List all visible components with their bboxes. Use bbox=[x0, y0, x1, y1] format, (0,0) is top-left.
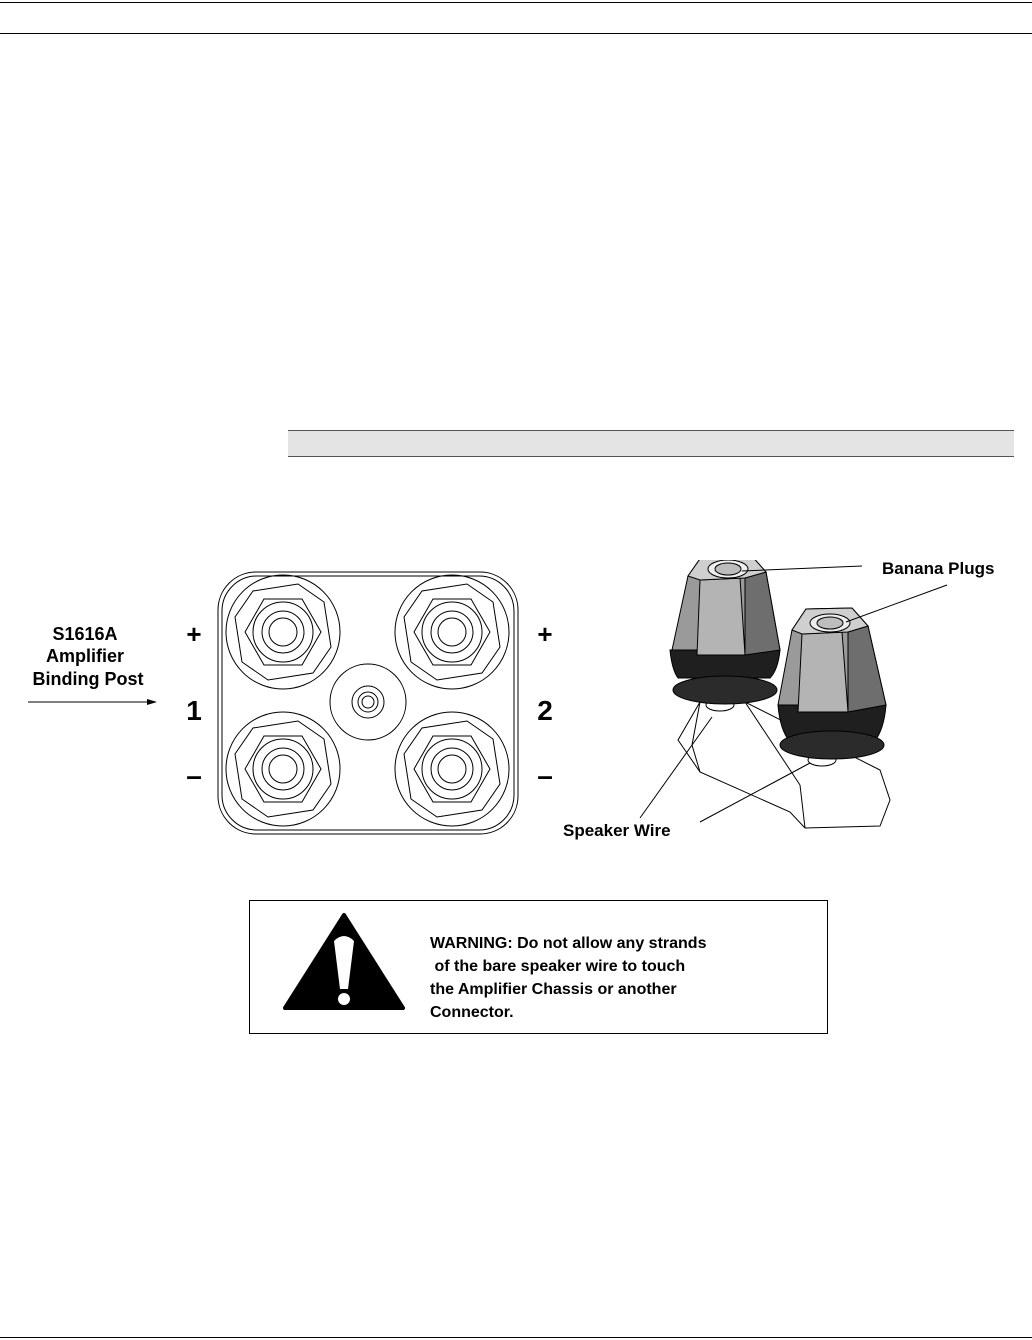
terminal-ch2-minus bbox=[394, 711, 510, 827]
bottom-rule bbox=[0, 1337, 1032, 1338]
warning-line-3: the Amplifier Chassis or another bbox=[430, 981, 677, 998]
section-header-bar bbox=[288, 430, 1014, 457]
channel-2-label: 2 bbox=[537, 695, 553, 726]
amplifier-label: S1616A Amplifier Binding Post bbox=[33, 624, 144, 689]
speaker-wire-label: Speaker Wire bbox=[563, 821, 671, 840]
banana-plugs-label: Banana Plugs bbox=[882, 560, 994, 578]
amplifier-label-line-3: Binding Post bbox=[33, 669, 144, 689]
channel-2-minus: – bbox=[537, 760, 553, 791]
channel-2-plus: + bbox=[537, 619, 552, 649]
channel-1-plus: + bbox=[186, 619, 201, 649]
warning-line-2: of the bare speaker wire to touch bbox=[430, 958, 686, 975]
terminal-ch2-plus bbox=[394, 574, 510, 690]
warning-text: WARNING: Do not allow any strands of the… bbox=[430, 932, 810, 1024]
binding-post-diagram: S1616A Amplifier Binding Post + 1 – + 2 … bbox=[28, 560, 994, 840]
warning-exclamation-icon bbox=[283, 913, 405, 1010]
top-rule-2 bbox=[0, 33, 1032, 34]
top-rule-1 bbox=[0, 2, 1032, 3]
amplifier-label-line-2: Amplifier bbox=[46, 646, 124, 666]
terminal-ch1-minus bbox=[225, 711, 341, 827]
amplifier-label-line-1: S1616A bbox=[52, 624, 117, 644]
warning-line-4: Connector. bbox=[430, 1004, 514, 1021]
banana-plugs-illustration bbox=[639, 560, 948, 829]
warning-box: WARNING: Do not allow any strands of the… bbox=[249, 900, 828, 1034]
channel-1-minus: – bbox=[186, 760, 202, 791]
channel-1-label: 1 bbox=[186, 695, 202, 726]
warning-line-1: WARNING: Do not allow any strands bbox=[430, 935, 707, 952]
binding-post-plate bbox=[217, 571, 519, 835]
pointer-arrow bbox=[28, 699, 157, 705]
terminal-ch1-plus bbox=[225, 574, 341, 690]
